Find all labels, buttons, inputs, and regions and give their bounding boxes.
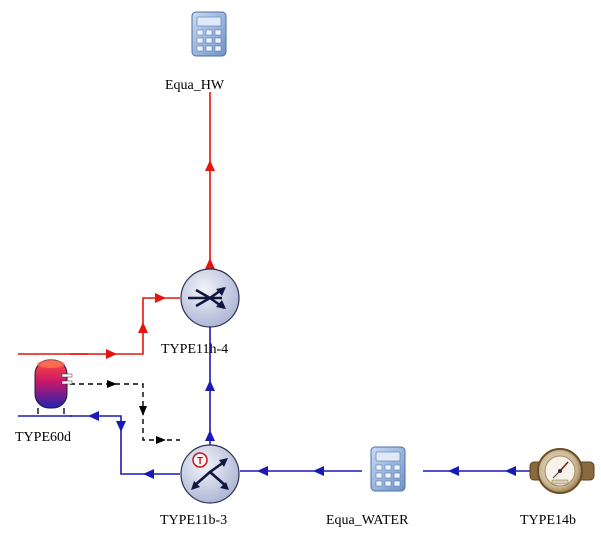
link-type14b-to-equa-water[interactable]: [423, 466, 530, 476]
link-equa-water-to-type11b3[interactable]: [240, 466, 362, 476]
water-meter-icon[interactable]: [529, 448, 595, 494]
calculator-icon[interactable]: [370, 446, 406, 492]
flow-arrow: [205, 258, 215, 269]
calculator-icon[interactable]: [191, 11, 227, 57]
flow-arrow: [448, 466, 459, 476]
link-type11b3-to-type11h4[interactable]: [205, 322, 215, 445]
storage-tank-icon[interactable]: [18, 353, 88, 417]
diverter-valve-icon[interactable]: [180, 268, 240, 328]
flow-arrow: [313, 466, 324, 476]
component-label-equa-hw: Equa_HW: [165, 78, 225, 93]
flow-arrow: [257, 466, 268, 476]
link-type11h4-to-equa-hw[interactable]: [205, 92, 215, 277]
component-label-equa-water: Equa_WATER: [326, 513, 409, 528]
flow-arrow: [88, 411, 99, 421]
flow-arrow: [205, 430, 215, 441]
flow-arrow: [505, 466, 516, 476]
svg-text:T: T: [197, 456, 203, 467]
flow-arrow: [156, 436, 166, 444]
component-label-type60d: TYPE60d: [15, 430, 71, 445]
link-type60d-to-type11h4[interactable]: [70, 293, 180, 359]
component-label-type11h-4: TYPE11h-4: [161, 342, 229, 357]
control-link-type60d-to-type11b3[interactable]: [70, 380, 180, 444]
flow-arrow: [116, 421, 126, 432]
component-label-type14b: TYPE14b: [520, 513, 576, 528]
flow-arrow: [205, 380, 215, 391]
flow-arrow: [107, 380, 117, 388]
flow-arrow: [143, 469, 154, 479]
flow-arrow: [139, 406, 147, 416]
flow-arrow: [106, 349, 117, 359]
flow-arrow: [155, 293, 166, 303]
tempering-valve-icon[interactable]: T: [180, 444, 240, 504]
flow-arrow: [205, 160, 215, 171]
link-type11b3-to-type60d[interactable]: [70, 411, 180, 479]
flow-arrow: [138, 322, 148, 333]
component-label-type11b-3: TYPE11b-3: [160, 513, 228, 528]
